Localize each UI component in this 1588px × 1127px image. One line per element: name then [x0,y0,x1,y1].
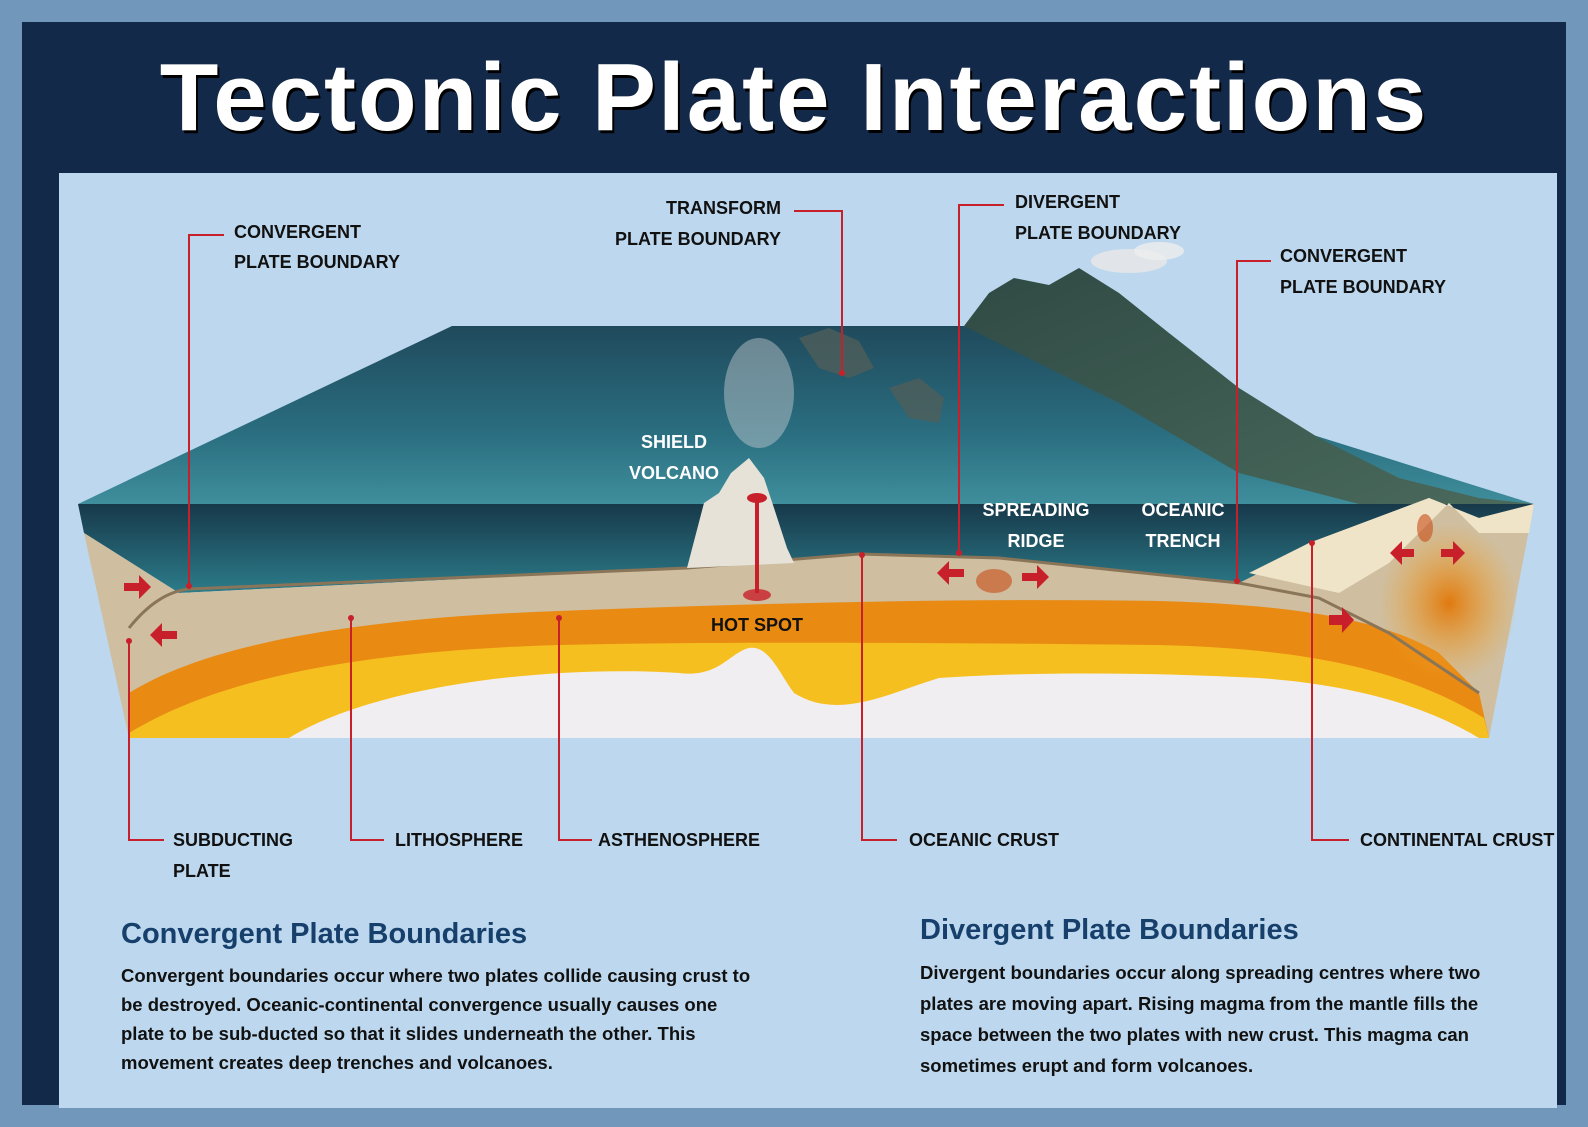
arrow-continental-right [1441,541,1465,565]
label-convergent-right-2: PLATE BOUNDARY [1280,277,1446,297]
leader-transform [794,210,843,373]
leader-dot [348,615,354,621]
label-shield-volcano-1: SHIELD [641,432,707,452]
leader-convergent-right [1236,260,1271,581]
volcano-smoke-puff [1134,242,1184,260]
arrow-subduction-left [150,623,177,647]
convergent-section: Convergent Plate Boundaries Convergent b… [121,918,761,1077]
label-asthenosphere: ASTHENOSPHERE [598,830,760,850]
label-convergent-right-1: CONVERGENT [1280,246,1407,266]
convergent-body: Convergent boundaries occur where two pl… [121,965,751,1073]
label-subducting-2: PLATE [173,861,231,881]
label-oceanic-trench-1: OCEANIC [1141,500,1224,520]
leader-asthenosphere [558,618,592,841]
ocean-surface [78,326,1534,504]
label-oceanic-trench-2: TRENCH [1146,531,1221,551]
leader-oceanic-crust [861,555,897,841]
label-divergent-2: PLATE BOUNDARY [1015,223,1181,243]
label-lithosphere: LITHOSPHERE [395,830,523,850]
leader-continental-crust [1311,543,1349,841]
diagram-panel: CONVERGENT PLATE BOUNDARY TRANSFORM PLAT… [59,173,1557,1108]
leader-dot [126,638,132,644]
leader-convergent-left [188,234,224,586]
transform-mist [724,338,794,448]
arrow-continental-left [1390,541,1414,565]
label-transform-1: TRANSFORM [666,198,781,218]
label-shield-volcano-2: VOLCANO [629,463,719,483]
arrow-subduction-right [124,575,151,599]
continental-crust-wedge [1249,498,1534,593]
leader-dot [556,615,562,621]
hot-spot-source [743,589,771,601]
label-hot-spot: HOT SPOT [711,615,803,635]
motion-arrows [124,541,1465,647]
divergent-heading: Divergent Plate Boundaries [920,914,1299,946]
label-spreading-ridge-2: RIDGE [1007,531,1064,551]
tectonic-diagram: CONVERGENT PLATE BOUNDARY TRANSFORM PLAT… [78,192,1554,881]
leader-lithosphere [350,618,384,841]
leader-dots [126,370,1315,644]
label-convergent-left-1: CONVERGENT [234,222,361,242]
poster-title: Tectonic Plate Interactions [159,44,1429,151]
leader-divergent [958,204,1004,553]
label-continental-crust: CONTINENTAL CRUST [1360,830,1554,850]
label-oceanic-crust: OCEANIC CRUST [909,830,1059,850]
leader-dot [859,552,865,558]
divergent-section: Divergent Plate Boundaries Divergent bou… [920,914,1520,1081]
continent-mountain [964,268,1534,504]
leader-dot [839,370,845,376]
transform-islands [799,328,944,423]
label-transform-2: PLATE BOUNDARY [615,229,781,249]
arrow-ridge-left [937,561,964,585]
poster-frame: Tectonic Plate Interactions [22,22,1566,1108]
continental-volcano-magma [1417,514,1433,542]
shield-volcano-cone [687,458,794,568]
leader-dot [186,583,192,589]
lower-mantle [289,647,1479,738]
convergent-heading: Convergent Plate Boundaries [121,918,528,950]
leader-dot [1234,578,1240,584]
divergent-body: Divergent boundaries occur along spreadi… [920,962,1481,1076]
leader-subducting [128,641,164,841]
label-subducting-1: SUBDUCTING [173,830,293,850]
label-divergent-1: DIVERGENT [1015,192,1120,212]
leader-lines [128,204,1349,841]
magma-chamber [747,493,767,503]
arrow-ridge-right [1022,565,1049,589]
label-spreading-ridge-1: SPREADING [982,500,1089,520]
ocean-front [78,504,1534,593]
arrow-trench [1329,607,1354,633]
continental-plume [1379,523,1519,683]
leader-dot [1309,540,1315,546]
spreading-ridge-magma [976,569,1012,593]
label-convergent-left-2: PLATE BOUNDARY [234,252,400,272]
leader-dot [956,550,962,556]
